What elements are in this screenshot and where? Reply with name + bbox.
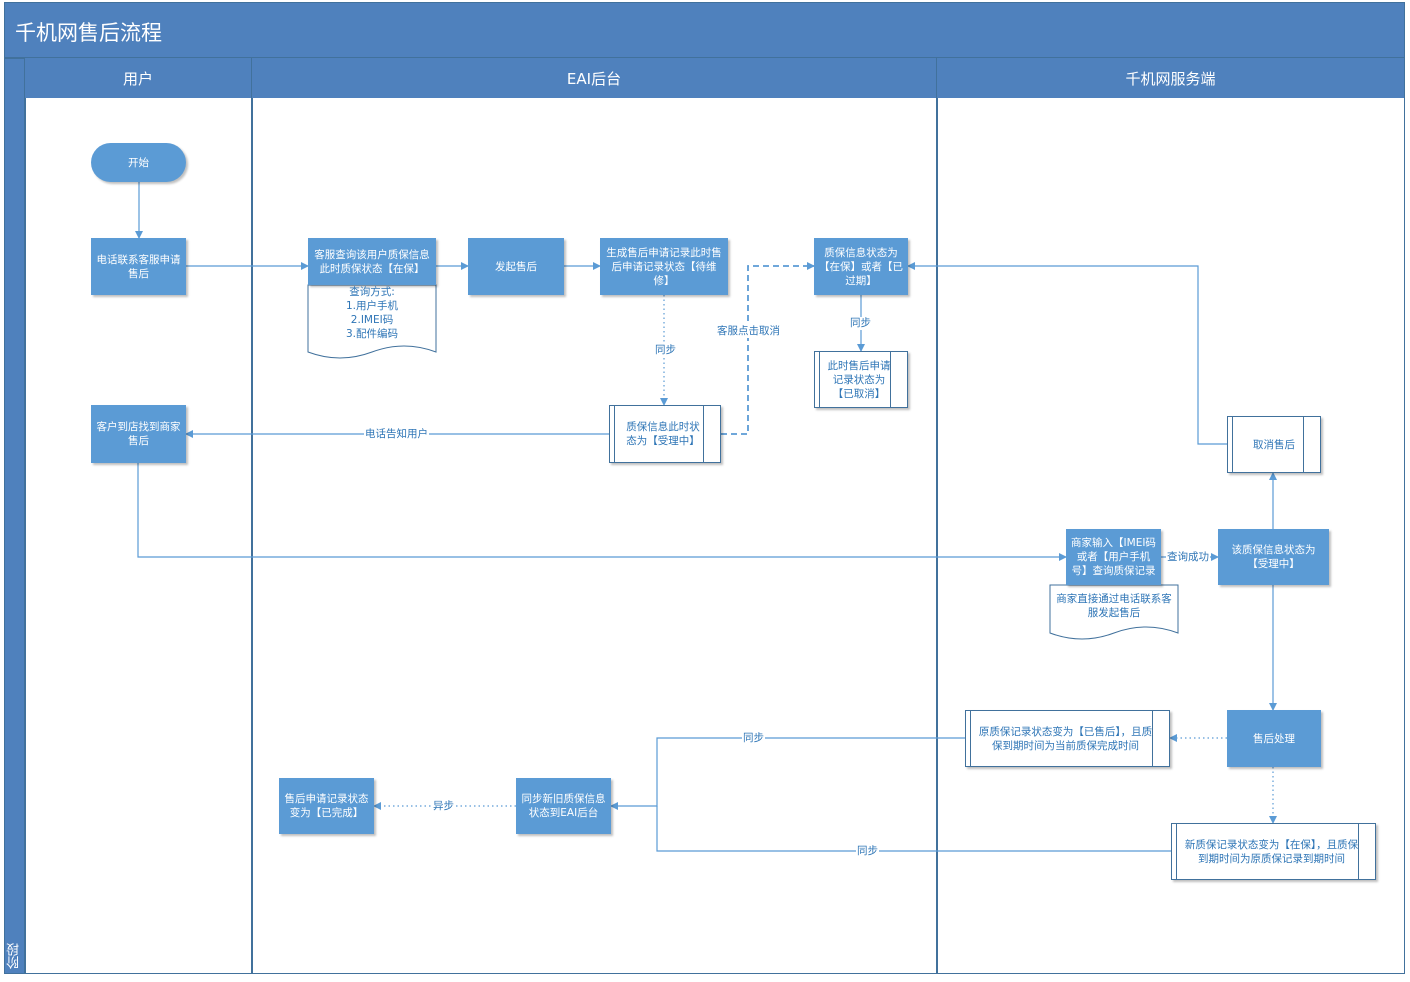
node-sync-status: 同步新旧质保信息状态到EAI后台: [516, 778, 611, 834]
node-aftersale-process: 售后处理: [1227, 710, 1321, 767]
doc-merchant-phone-text: 商家直接通过电话联系客服发起售后: [1056, 593, 1172, 619]
doc-merchant-phone-shape: [1049, 584, 1179, 640]
edge-label-sync-generate: 同步: [654, 344, 677, 357]
doc-query-methods-text: 查询方式: 1.用户手机 2.IMEI码 3.配件编码: [345, 286, 399, 340]
edge-accepting-warranty: [721, 262, 815, 435]
phase-bar: 阶段: [4, 58, 25, 974]
node-record-cancelled: 此时售后申请记录状态为【已取消】: [814, 351, 908, 408]
node-merchant-input: 商家输入【IMEI码或者【用户手机号】查询质保记录: [1066, 529, 1161, 585]
title-bar: 千机网售后流程: [4, 2, 1405, 58]
lane-header-server: 千机网服务端: [937, 58, 1405, 98]
edge-label-sync-cancelled: 同步: [849, 317, 872, 330]
node-completed: 售后申请记录状态变为【已完成】: [279, 778, 374, 834]
node-store-visit: 客户到店找到商家售后: [91, 405, 186, 463]
node-generate-record: 生成售后申请记录此时售后申请记录状态【待维修】: [600, 238, 728, 295]
edge-new-sync: [656, 806, 1171, 852]
node-call-service: 电话联系客服申请售后: [91, 238, 186, 295]
diagram-title: 千机网售后流程: [15, 21, 162, 45]
node-new-record: 新质保记录状态变为【在保】，且质保到期时间为原质保记录到期时间: [1171, 823, 1376, 880]
node-initiate: 发起售后: [468, 238, 564, 295]
lane-header-user: 用户: [25, 58, 252, 98]
node-query-warranty: 客服查询该用户质保信息此时质保状态【在保】: [308, 238, 436, 285]
node-old-record: 原质保记录状态变为【已售后】，且质保到期时间为当前质保完成时间: [965, 710, 1170, 767]
node-warranty-status: 质保信息状态为【在保】或者【已过期】: [814, 238, 908, 295]
node-accepting: 质保信息此时状态为【受理中】: [609, 405, 721, 463]
doc-query-methods-shape: [307, 284, 437, 359]
node-cancel-aftersale: 取消售后: [1227, 416, 1321, 473]
edge-label-phone-notify: 电话告知用户: [364, 428, 429, 441]
edge-store-merchant: [137, 463, 1067, 561]
edge-label-sync-old: 同步: [742, 732, 765, 745]
edge-label-query-success: 查询成功: [1166, 551, 1210, 564]
edge-old-sync: [610, 737, 965, 810]
node-status-accepting: 该质保信息状态为【受理中】: [1218, 529, 1329, 585]
node-start: 开始: [91, 143, 186, 182]
edge-label-async: 异步: [432, 800, 455, 813]
edge-label-sync-new: 同步: [856, 845, 879, 858]
edge-cancel-warranty: [907, 262, 1227, 445]
edge-label-cancel-click: 客服点击取消: [716, 325, 781, 338]
lane-header-eai: EAI后台: [252, 58, 937, 98]
